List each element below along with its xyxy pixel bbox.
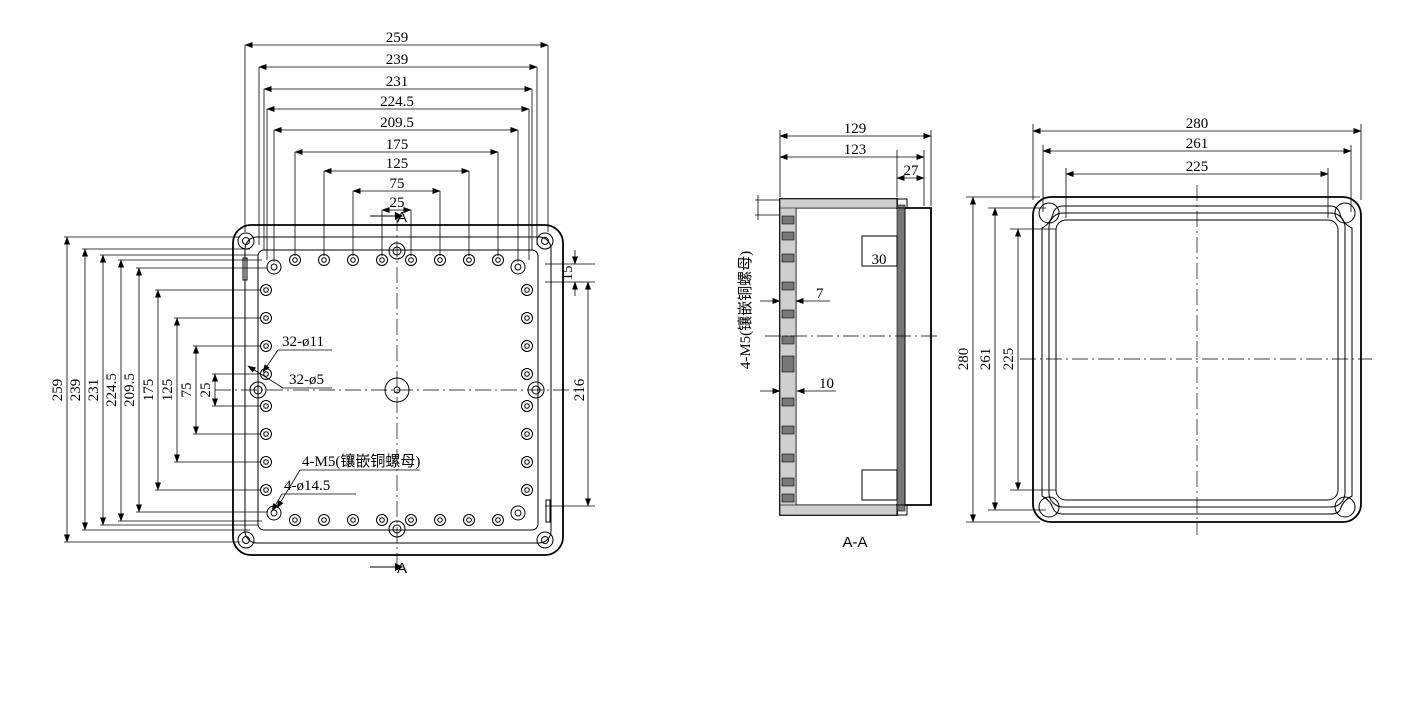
dim-left-239: 239 [68,379,84,402]
section-screws [781,215,795,503]
dim-left-231: 231 [86,379,102,402]
dim-top-25: 25 [390,195,405,211]
dim-left-25: 25 [198,383,214,398]
slot-right [545,499,551,523]
section-boss-bottom [861,469,898,501]
back-dim-left-280: 280 [956,348,972,371]
dim-left-125: 125 [160,379,176,402]
front-view: A A 259 239 231 224.5 209.5 [50,30,595,577]
front-right-dimensions: 15 216 [545,250,595,507]
section-marker-bottom: A [397,560,407,577]
section-dim-123: 123 [844,142,867,158]
front-callouts: 32-ø11 32-ø5 4-M5(镶嵌铜螺母) 4-ø14.5 [247,334,420,512]
section-lid-gasket [896,204,906,512]
section-caption: A-A [842,534,867,551]
section-dim-30: 30 [872,252,887,268]
dim-right-216: 216 [572,378,588,401]
section-note-m5: 4-M5(镶嵌铜螺母) [736,251,754,369]
back-dim-left-225: 225 [1001,348,1017,371]
dim-top-75: 75 [390,176,405,192]
dim-right-15: 15 [560,266,576,281]
callout-4-m5-inserts: 4-M5(镶嵌铜螺母) [302,452,420,470]
back-dim-top-261: 261 [1186,136,1209,152]
section-view: 129 123 27 30 7 10 4-M5(镶嵌铜螺母) A-A [736,121,940,551]
dim-left-209-5: 209.5 [122,373,138,407]
dim-top-231: 231 [386,74,409,90]
back-view: 280 261 225 280 261 225 [956,116,1372,535]
back-corner-holes [1038,202,1356,518]
back-dim-left-261: 261 [978,348,994,371]
callout-4-corner-holes: 4-ø14.5 [284,478,330,494]
section-dim-7: 7 [816,286,824,302]
section-dim-27: 27 [904,163,920,179]
dim-left-259: 259 [50,379,66,402]
dim-left-175: 175 [141,379,157,402]
dim-top-259: 259 [386,30,409,46]
section-marker-top: A [397,209,407,226]
dim-top-125: 125 [386,156,409,172]
back-dim-top-280: 280 [1186,116,1209,132]
dim-left-75: 75 [179,383,195,398]
section-dim-10: 10 [819,376,834,392]
side-holes [249,242,545,538]
dim-top-239: 239 [386,52,409,68]
dim-top-224-5: 224.5 [380,94,414,110]
slot-left [242,257,248,281]
section-outline [779,198,932,516]
corner-mount-holes [237,232,554,549]
dim-left-224-5: 224.5 [104,373,120,407]
section-dim-129: 129 [844,121,867,137]
callout-32-holes-5: 32-ø5 [289,372,324,388]
callout-32-holes-11: 32-ø11 [282,334,324,350]
front-top-dimensions: 259 239 231 224.5 209.5 175 125 [244,30,549,262]
back-dim-top-225: 225 [1186,159,1209,175]
front-left-dimensions: 259 239 231 224.5 209.5 175 125 [50,236,268,543]
dim-top-209-5: 209.5 [380,115,414,131]
dim-top-175: 175 [386,137,409,153]
